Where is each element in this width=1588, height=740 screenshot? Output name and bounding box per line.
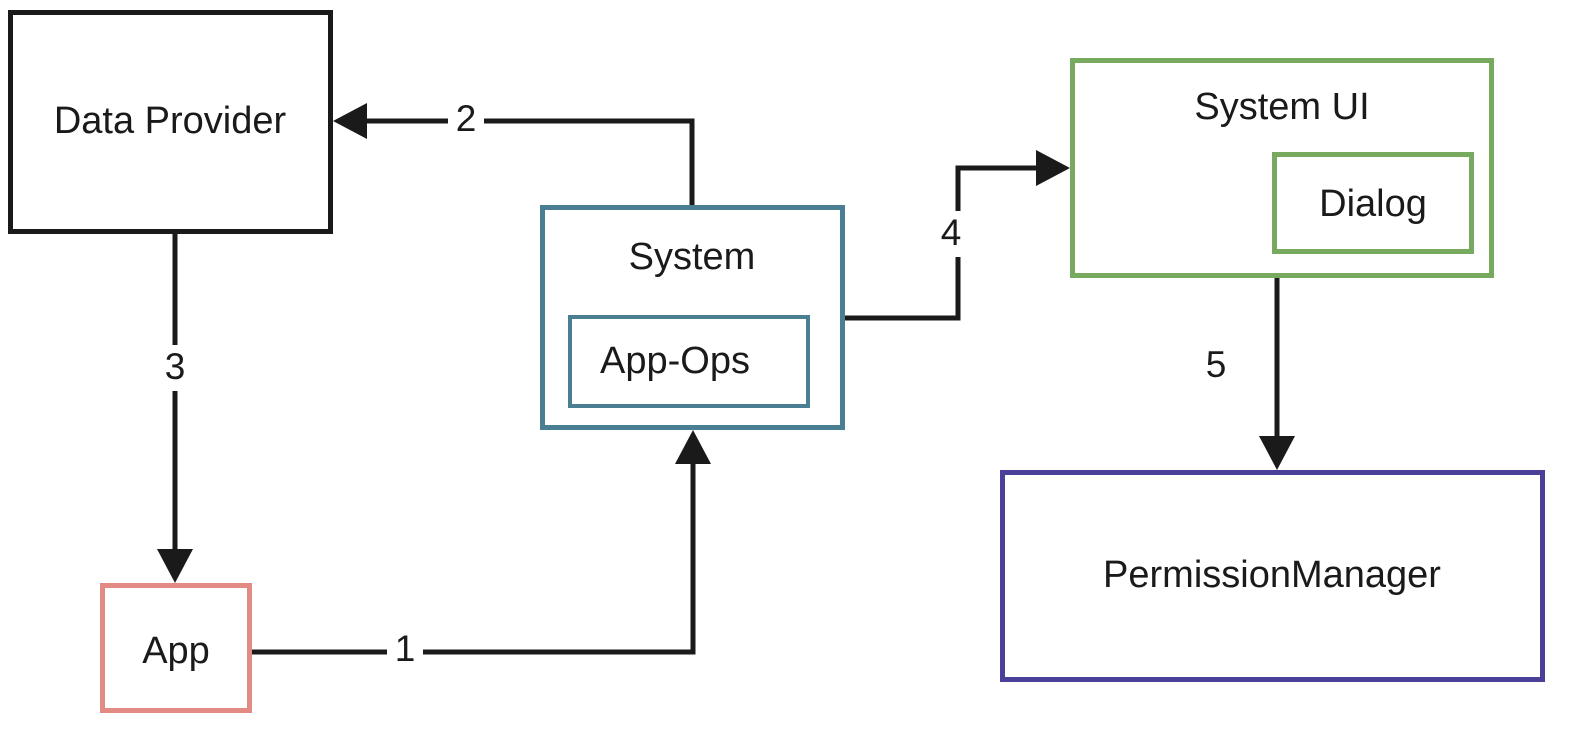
edge-5-label: 5 (1206, 344, 1227, 385)
edge-4-arrowhead (1036, 150, 1070, 186)
edge-3-data-provider-to-app[interactable]: 3 (157, 234, 193, 583)
node-app[interactable]: App (100, 583, 252, 713)
node-permission-manager[interactable]: PermissionManager (1000, 470, 1545, 682)
edge-5-system-ui-to-permission-manager[interactable]: 5 (1206, 278, 1295, 470)
edge-1-arrowhead (675, 430, 711, 464)
edge-2-arrowhead (333, 103, 367, 139)
node-group: Data Provider System App-Ops System UI D… (8, 10, 1545, 713)
edge-2-path (352, 118, 695, 205)
data-provider-box (8, 10, 333, 234)
edge-1-label: 1 (395, 628, 416, 669)
edge-3-label: 3 (165, 346, 186, 387)
node-dialog[interactable]: Dialog (1272, 152, 1474, 254)
system-ui-label: System UI (1194, 86, 1369, 128)
data-provider-label: Data Provider (54, 100, 287, 142)
edge-4-system-to-system-ui[interactable]: 4 (845, 150, 1070, 321)
app-ops-box (568, 315, 810, 408)
edge-2-system-to-data-provider[interactable]: 2 (333, 98, 695, 205)
node-data-provider[interactable]: Data Provider (8, 10, 333, 234)
edge-group: 1 2 3 4 (157, 98, 1295, 672)
edge-1-label-backdrop (387, 630, 423, 672)
edge-4-label: 4 (941, 212, 962, 253)
edge-4-label-backdrop (933, 211, 969, 257)
edge-2-label: 2 (456, 98, 477, 139)
edge-1-path (252, 447, 696, 655)
edge-3-label-backdrop (157, 345, 193, 391)
node-app-ops[interactable]: App-Ops (568, 315, 810, 408)
dialog-box (1272, 152, 1474, 254)
permission-manager-box (1000, 470, 1545, 682)
app-ops-label: App-Ops (600, 340, 750, 382)
edge-1-app-to-system[interactable]: 1 (252, 430, 711, 672)
app-label: App (142, 630, 210, 672)
permission-manager-label: PermissionManager (1103, 554, 1441, 596)
edge-5-arrowhead (1259, 436, 1295, 470)
system-label: System (629, 236, 756, 278)
dialog-label: Dialog (1319, 183, 1427, 225)
edge-2-label-backdrop (448, 100, 484, 142)
app-box (100, 583, 252, 713)
edge-3-arrowhead (157, 549, 193, 583)
